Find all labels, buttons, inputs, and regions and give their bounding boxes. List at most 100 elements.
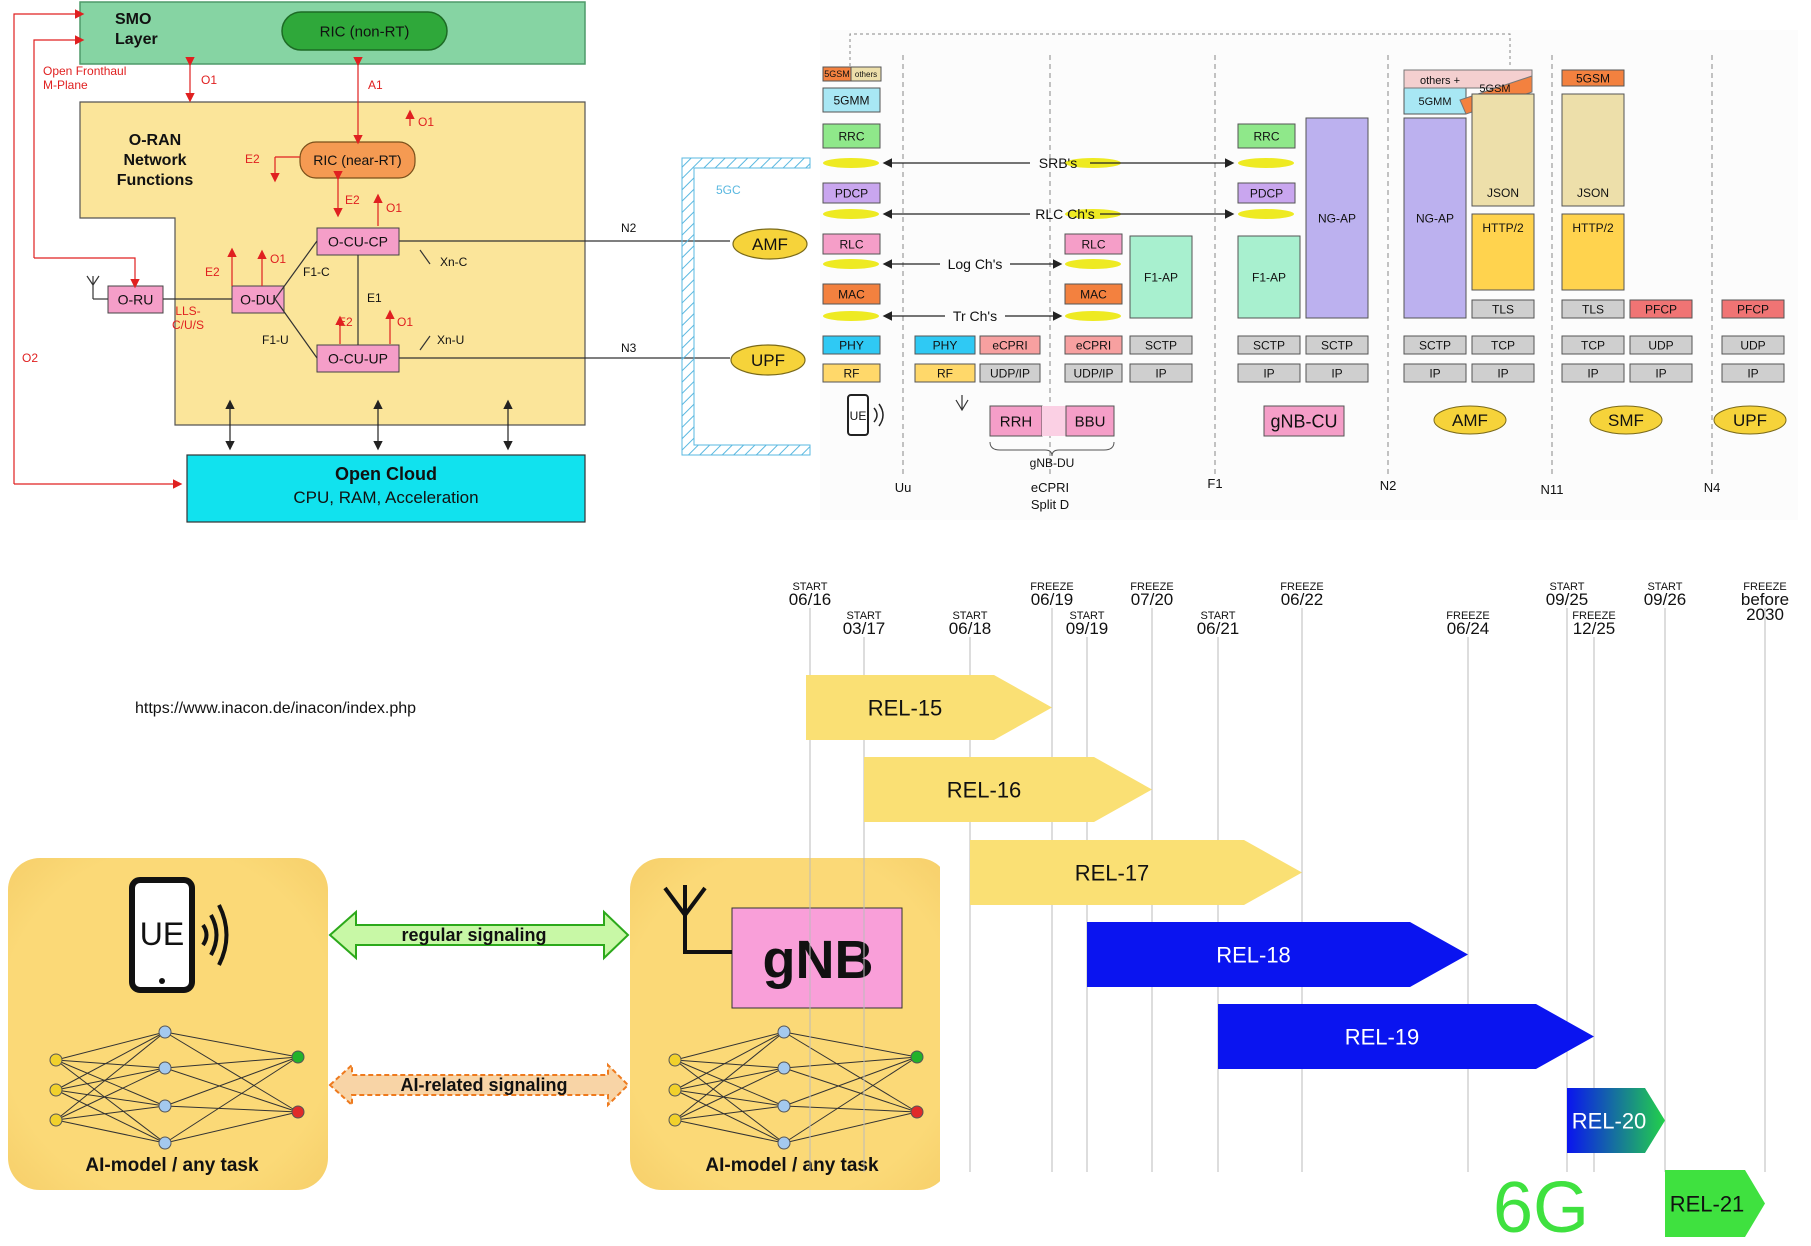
release-arrow-3 [1087,922,1468,987]
du-f1ap-box [1129,235,1193,319]
upf-label: UPF [751,351,785,370]
oru-label: O-RU [118,292,154,308]
ue-nn-edge [164,1067,299,1113]
n2-label: N2 [621,221,637,235]
iface-label-0: Uu [895,480,912,495]
core-hatch [681,157,811,456]
ue-pdcp-box [822,182,881,204]
bbu-channel-1 [1065,209,1121,219]
ai-signaling-label: AI-related signaling [400,1075,567,1095]
gnb-nn-edge [674,1119,785,1144]
marker-date-1: 03/17 [843,619,886,638]
amf-5gmm-label: 5GMM [1419,96,1452,108]
ue-phone-icon [847,394,869,436]
gnb-nn-edge [783,1105,918,1113]
smf-pfcp-label: PFCP [1645,302,1677,316]
ai-signaling-arrow [328,1062,630,1108]
ue-nn-edge [55,1031,166,1061]
marker-date-11: 09/26 [1644,590,1687,609]
marker-date-8: 06/24 [1447,619,1490,638]
release-arrow-1 [864,757,1152,822]
gnb-nn-edge [783,1056,918,1069]
ue-5gmm-box [822,87,881,113]
amf-json-box-box [1471,93,1535,207]
bbu-ecpri-box [1064,335,1123,355]
ue-mac-box [822,283,881,305]
gnb-box [731,907,903,1009]
phone-button-icon [159,978,165,984]
bbu-box-box [1065,405,1115,437]
gnb-nn-input-node [668,1083,682,1097]
smf-json-label: JSON [1577,186,1609,200]
ocuup-label: O-CU-UP [328,351,388,367]
cu-ip-label: IP [1263,366,1274,380]
gnb-nn-edge [783,1056,918,1107]
ue-channel-3 [823,311,879,321]
ue-rrc-label: RRC [839,129,865,143]
o1-label-cucp: O1 [386,201,402,215]
gnb-label: gNB [763,930,874,990]
cu-f1ap-box [1237,235,1301,319]
ue-nn-edge [164,1056,299,1069]
amf-tls-box [1471,299,1535,319]
marker-kind-2: START [952,610,987,622]
ue-phone [129,877,195,993]
upf-ellipse [730,344,806,376]
ue-nn-edge [164,1056,299,1144]
marker-kind-3: FREEZE [1030,581,1073,593]
ue-phy-label: PHY [839,338,864,352]
bbu-channel-2 [1065,259,1121,269]
gnbdu-brace [989,441,1115,457]
ue-label: UE [140,916,184,952]
core-label: 5GC [716,183,741,197]
marker-kind-6: START [1200,610,1235,622]
o1-label-smo: O1 [201,73,217,87]
connector-line [419,249,431,265]
ue-5gmm-label: 5GMM [834,93,870,107]
marker-kind-12: FREEZE [1743,581,1786,593]
ue-channel-2 [823,259,879,269]
smf-tls-box [1561,299,1625,319]
ue-nn-edge [55,1089,166,1144]
rrh-phy-label: PHY [933,338,958,352]
gnbcu-box-label: gNB-CU [1270,411,1337,431]
bbu-udpip-box [1064,363,1123,383]
cu-ip-n2-box [1305,363,1369,383]
amf-ip-box [1403,363,1467,383]
xnc-label: Xn-C [440,255,468,269]
ric-nonrt-label: RIC (non-RT) [320,23,410,40]
amf-ellipse-stack [1433,405,1507,435]
panel-mask [940,858,960,1198]
release-arrow-4 [1218,1004,1594,1069]
e2-label-ric: E2 [245,152,260,166]
bbu-mac-label: MAC [1080,287,1107,301]
smf-tcp-label: TCP [1581,338,1605,352]
gnb-nn-edge [674,1067,785,1091]
a1-label: A1 [368,78,383,92]
upf-stack-label: UPF [1733,411,1767,430]
bbu-udpip-label: UDP/IP [1073,366,1113,380]
upf-ip-box [1721,363,1785,383]
gnb-nn-edge [674,1031,785,1121]
f1u-label: F1-U [262,333,289,347]
cu-ngap-box [1305,117,1369,319]
release-label-0: REL-15 [868,696,943,721]
cu-channel-1 [1238,209,1294,219]
marker-kind-10: FREEZE [1572,610,1615,622]
ue-nn-edge [55,1059,166,1107]
release-label-2: REL-17 [1075,861,1150,886]
release-arrow-0 [806,675,1052,740]
du-ip-label: IP [1155,366,1166,380]
bbu-ecpri-label: eCPRI [1076,338,1111,352]
amf-ellipse [732,228,808,260]
ric-nonrt-box [281,11,448,51]
smf-5gsm-label: 5GSM [1576,71,1610,85]
e2-label-cucp: E2 [345,193,360,207]
iface-label-3: N2 [1380,478,1397,493]
o2-loop-top [13,9,85,484]
smf-ip-box [1561,363,1625,383]
marker-kind-1: START [846,610,881,622]
